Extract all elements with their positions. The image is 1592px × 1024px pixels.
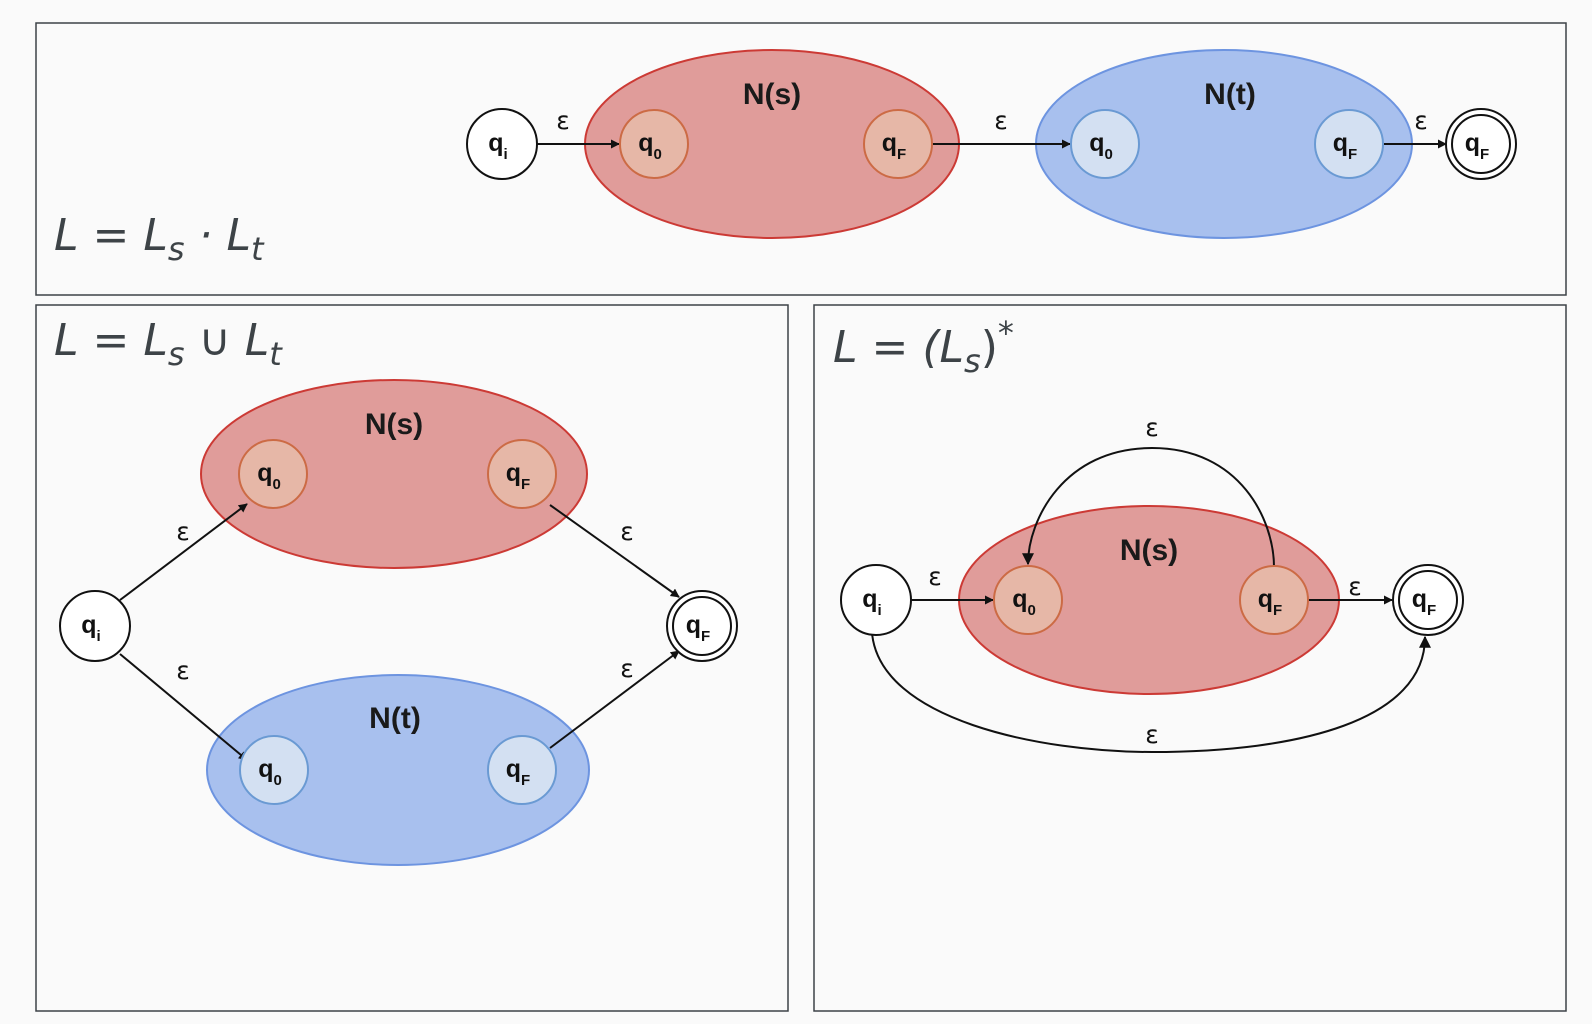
star-edge-label-in: ε — [928, 562, 942, 591]
svg-text:qi: qi — [862, 585, 881, 619]
star-state-s-start: q0 — [993, 565, 1063, 635]
svg-text:q0: q0 — [258, 755, 282, 789]
union-formula: L = Ls ∪ Lt — [54, 315, 283, 373]
concat-nt-label: N(t) — [1204, 78, 1256, 111]
concat-state-t-final: qF — [1314, 109, 1384, 179]
concat-state-s-start: q0 — [619, 109, 689, 179]
union-ns-group — [200, 379, 588, 569]
union-edge-tf-to-final — [549, 650, 680, 749]
svg-text:qF: qF — [506, 755, 530, 789]
star-state-s-final: qF — [1239, 565, 1309, 635]
union-edge-label-2: ε — [176, 656, 190, 685]
union-edge-sf-to-final — [549, 504, 680, 598]
concat-ns-label: N(s) — [743, 78, 801, 111]
star-edge-label-skip: ε — [1145, 720, 1159, 749]
svg-text:qF: qF — [1333, 129, 1357, 163]
concat-panel: L = Ls · Lt N(s) N(t) ε ε ε qi q0 qF — [35, 22, 1567, 296]
svg-text:qF: qF — [1258, 585, 1282, 619]
concat-state-start: qi — [466, 108, 538, 180]
svg-text:q0: q0 — [1012, 585, 1036, 619]
star-state-start: qi — [840, 564, 912, 636]
union-state-t-start: q0 — [239, 735, 309, 805]
union-edge-start-to-t0 — [119, 653, 248, 761]
svg-text:qF: qF — [882, 129, 906, 163]
union-state-start: qi — [59, 590, 131, 662]
concat-edge-label-1: ε — [556, 106, 570, 135]
union-nt-label: N(t) — [369, 702, 421, 735]
star-panel: L = (Ls)* N(s) ε ε ε ε qi q0 qF qF — [813, 304, 1567, 1012]
concat-state-t-start: q0 — [1070, 109, 1140, 179]
concat-formula: L = Ls · Lt — [54, 210, 265, 268]
svg-text:qF: qF — [686, 611, 710, 645]
star-ns-label: N(s) — [1120, 534, 1178, 567]
union-state-s-final: qF — [487, 439, 557, 509]
star-edge-loop — [1022, 446, 1275, 568]
svg-text:qi: qi — [488, 129, 507, 163]
star-edge-label-loop: ε — [1145, 413, 1159, 442]
svg-text:qF: qF — [1465, 129, 1489, 163]
concat-state-s-final: qF — [863, 109, 933, 179]
union-state-final: qF — [666, 590, 738, 662]
concat-edge-label-2: ε — [994, 106, 1008, 135]
svg-text:qF: qF — [506, 459, 530, 493]
concat-edge-label-3: ε — [1414, 106, 1428, 135]
star-edge-skip — [871, 632, 1431, 754]
concat-state-final: qF — [1445, 108, 1517, 180]
svg-text:q0: q0 — [1089, 129, 1113, 163]
union-state-t-final: qF — [487, 735, 557, 805]
star-formula: L = (Ls)* — [833, 314, 1014, 380]
svg-text:qF: qF — [1412, 585, 1436, 619]
union-edge-start-to-s0 — [119, 503, 248, 601]
union-edge-label-3: ε — [620, 517, 634, 546]
union-state-s-start: q0 — [238, 439, 308, 509]
union-nt-group — [206, 674, 590, 866]
star-edge-label-out: ε — [1348, 572, 1362, 601]
union-panel: L = Ls ∪ Lt N(s) N(t) ε ε ε ε qi q0 qF — [35, 304, 789, 1012]
svg-text:q0: q0 — [638, 129, 662, 163]
star-state-final: qF — [1392, 564, 1464, 636]
svg-text:q0: q0 — [257, 459, 281, 493]
union-edge-label-1: ε — [176, 517, 190, 546]
svg-text:qi: qi — [81, 611, 100, 645]
union-edge-label-4: ε — [620, 654, 634, 683]
union-ns-label: N(s) — [365, 408, 423, 441]
